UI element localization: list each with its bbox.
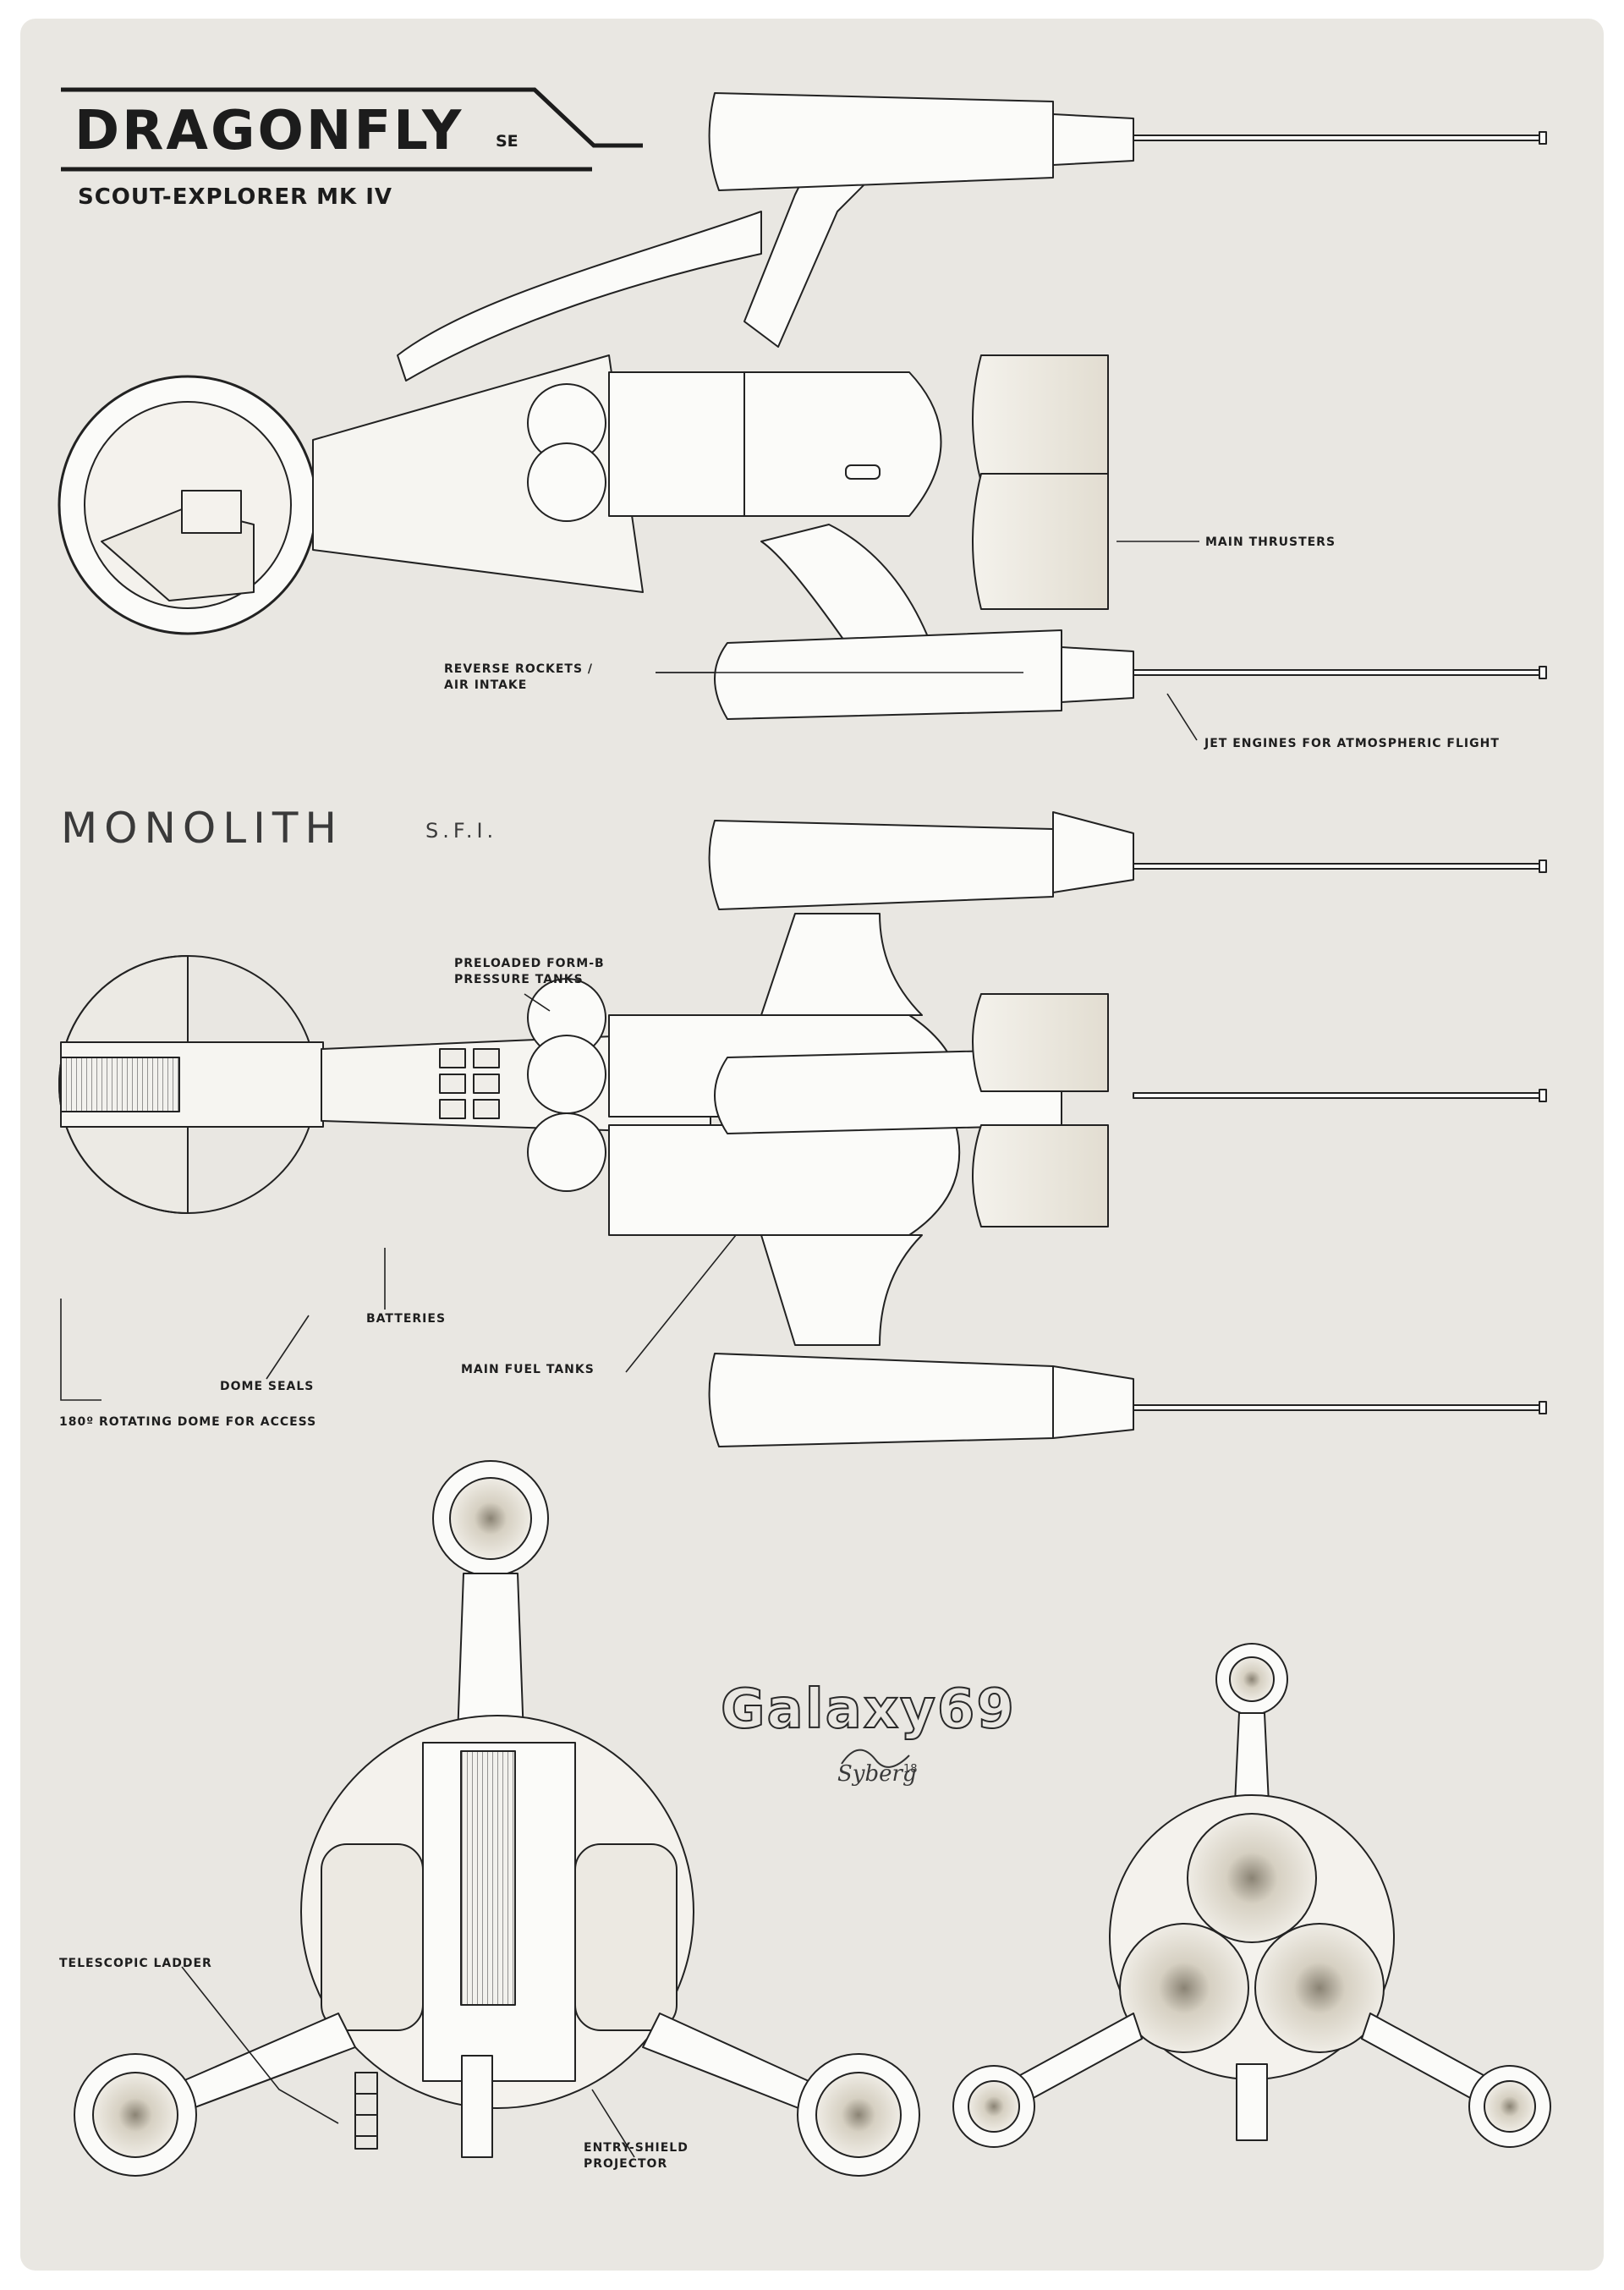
label-reverse-rockets-line2: AIR INTAKE	[444, 678, 528, 692]
page-subtitle: SCOUT-EXPLORER MK IV	[78, 184, 393, 210]
label-entry-shield: ENTRY-SHIELD PROJECTOR	[584, 2140, 689, 2172]
label-dome-seals: DOME SEALS	[220, 1380, 315, 1393]
rear-view	[952, 1643, 1551, 2148]
label-batteries: BATTERIES	[366, 1312, 447, 1326]
label-reverse-rockets: REVERSE ROCKETS / AIR INTAKE	[444, 662, 593, 694]
label-telescopic-ladder: TELESCOPIC LADDER	[59, 1957, 212, 1970]
label-entry-shield-line1: ENTRY-SHIELD	[584, 2141, 689, 2155]
main-thruster-upper	[972, 354, 1109, 483]
front-view	[74, 1460, 920, 2177]
upper-jet-pod	[708, 92, 1054, 191]
label-pressure-tanks-line1: PRELOADED FORM-B	[454, 957, 605, 970]
title-rule	[61, 87, 643, 172]
label-pressure-tanks-line2: PRESSURE TANKS	[454, 973, 584, 986]
brand-name: MONOLITH	[61, 804, 343, 853]
signature-scribble	[841, 1749, 910, 1768]
galaxy-logo: Galaxy69	[720, 1678, 1016, 1742]
main-fuel-tank-side	[608, 371, 942, 517]
artist-signature: Syberg	[837, 1761, 917, 1787]
main-thruster-lower	[972, 473, 1109, 610]
label-entry-shield-line2: PROJECTOR	[584, 2157, 668, 2171]
title-suffix: SE	[496, 132, 518, 151]
top-view	[58, 811, 1547, 1447]
label-main-thrusters: MAIN THRUSTERS	[1205, 535, 1336, 549]
label-rotating-dome: 180º ROTATING DOME FOR ACCESS	[59, 1415, 317, 1429]
page-title: DRAGONFLY	[74, 100, 464, 162]
leader-lines	[60, 541, 1199, 2158]
label-pressure-tanks: PRELOADED FORM-B PRESSURE TANKS	[454, 956, 605, 988]
signature-year: 18	[903, 1763, 918, 1776]
brand-suffix: S.F.I.	[425, 819, 498, 843]
side-view	[58, 92, 1547, 720]
main-fuel-tank-top	[608, 1124, 961, 1236]
label-main-fuel-tanks: MAIN FUEL TANKS	[461, 1363, 595, 1376]
lower-jet-pod	[714, 629, 1062, 720]
label-reverse-rockets-line1: REVERSE ROCKETS /	[444, 662, 594, 676]
label-jet-engines: JET ENGINES FOR ATMOSPHERIC FLIGHT	[1204, 737, 1500, 750]
